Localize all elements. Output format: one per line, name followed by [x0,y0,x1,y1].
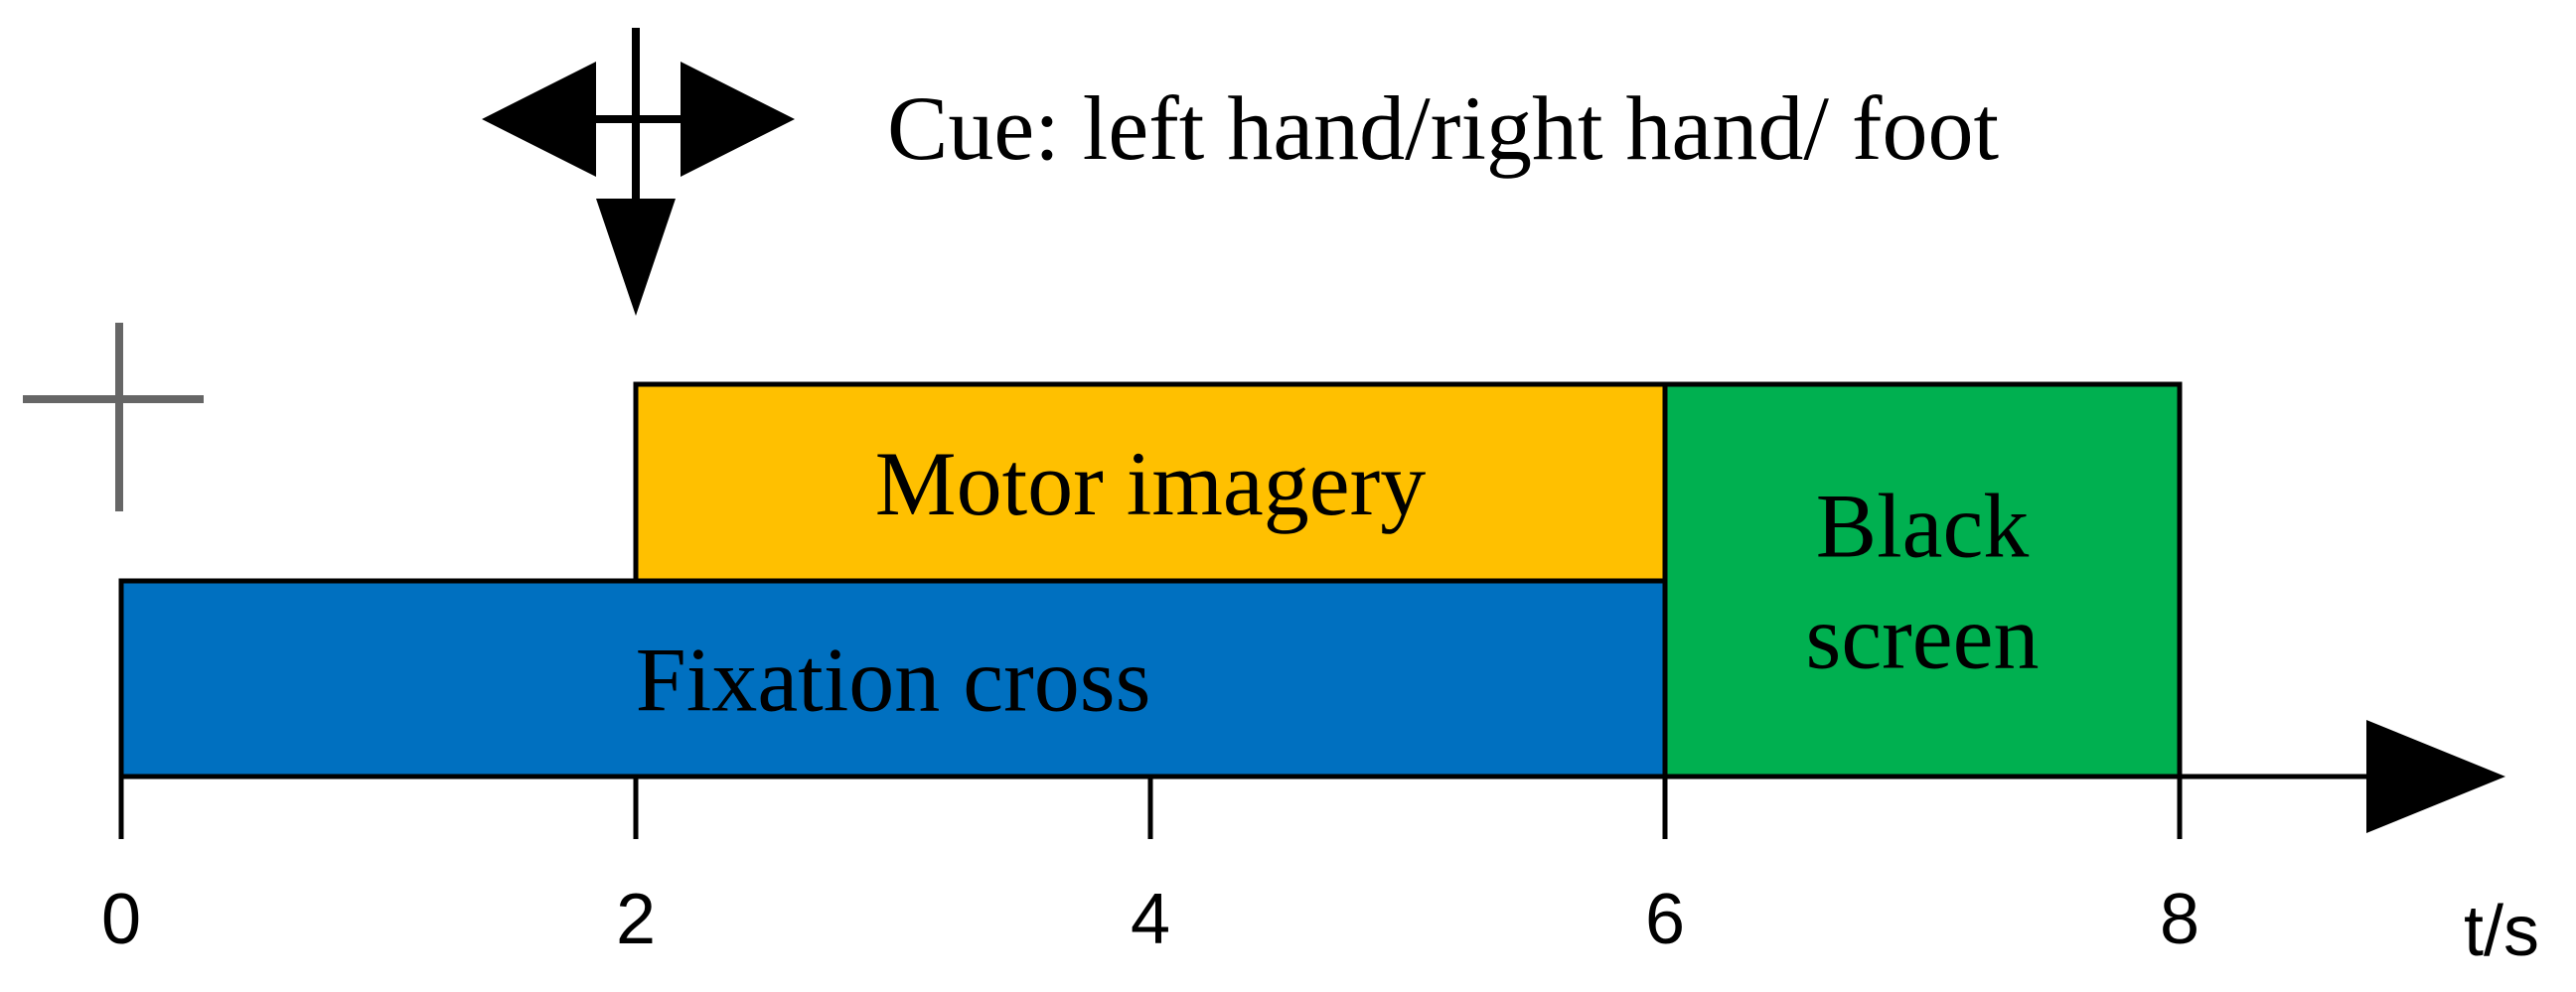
fixation-block [118,578,1668,779]
cue-label: Cue: left hand/right hand/ foot [887,77,2000,179]
black-label-line-1: screen [1806,587,2040,688]
axis-arrow-icon [2366,720,2505,833]
axis-tick-label-6: 6 [1645,880,1685,959]
time-axis: t/s 0 2 4 6 8 [101,720,2539,971]
black-label-line-0: Black [1816,476,2030,577]
axis-tick-label-0: 0 [101,880,141,959]
axis-tick-label-8: 8 [2160,880,2199,959]
axis-tick-label-4: 4 [1131,880,1170,959]
fixation-cross-icon [23,323,204,511]
motor-block [633,381,1668,584]
four-way-arrow-icon [482,28,795,316]
black-block [1662,381,2183,779]
fixation-label-line-0: Fixation cross [636,630,1151,731]
axis-tick-label-2: 2 [616,880,656,959]
axis-unit-label: t/s [2464,892,2539,971]
motor-label-line-0: Motor imagery [875,433,1426,534]
